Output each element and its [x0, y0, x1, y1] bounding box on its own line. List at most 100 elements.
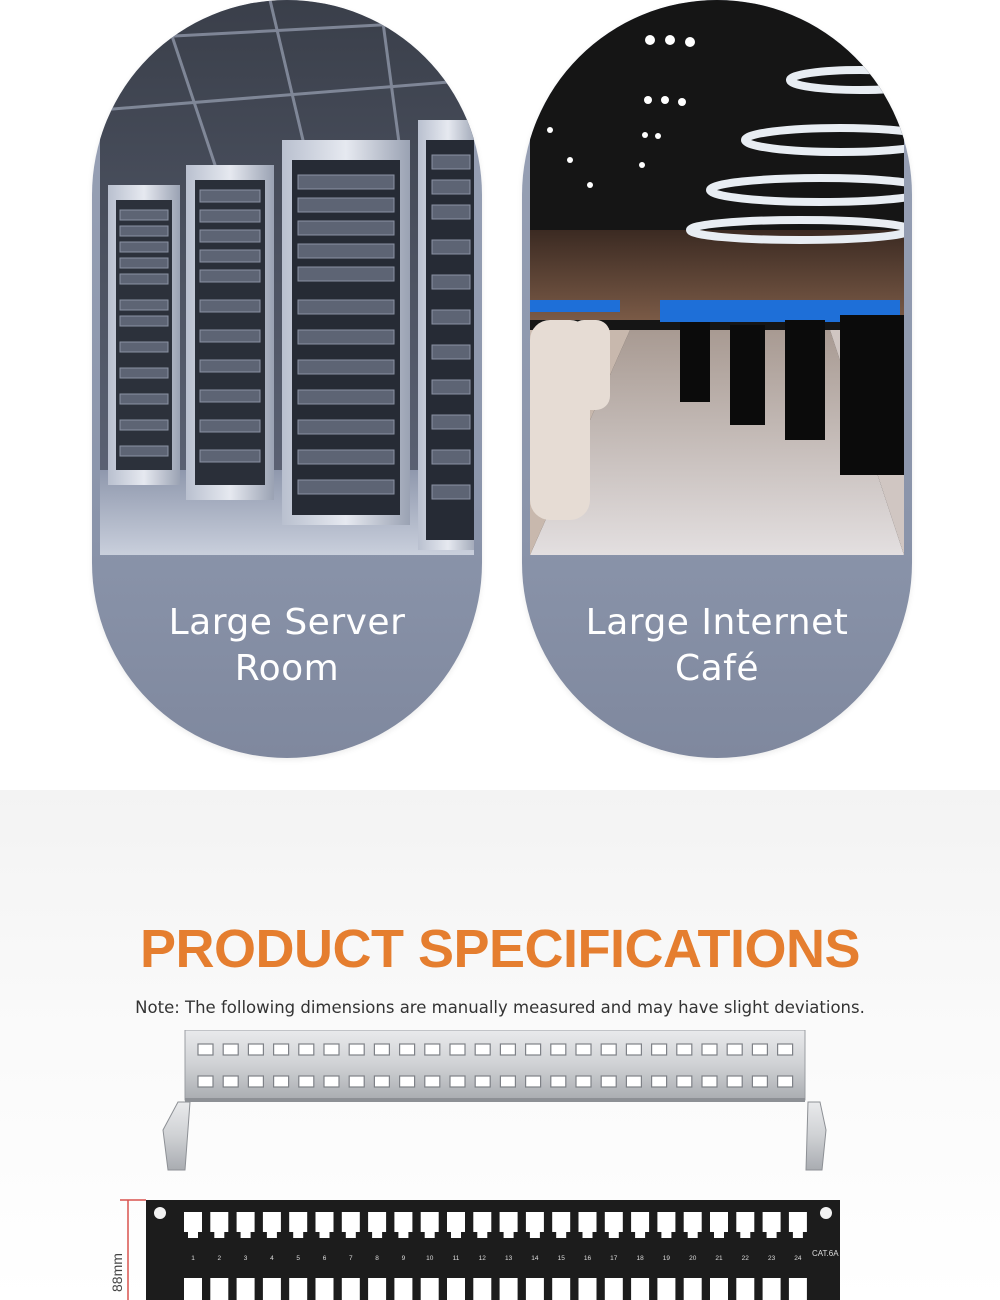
cable-slot — [298, 1043, 315, 1056]
cable-slot — [751, 1043, 769, 1056]
keystone-port — [210, 1212, 229, 1232]
cable-management-bar — [162, 1030, 827, 1171]
keystone-port — [788, 1212, 807, 1232]
cable-slot — [348, 1043, 365, 1056]
cable-slot — [348, 1075, 365, 1088]
port-number-label: 14 — [531, 1255, 539, 1262]
port-number-label: 22 — [742, 1255, 750, 1262]
cable-slot — [600, 1075, 617, 1088]
cable-slot — [499, 1075, 516, 1088]
keystone-port — [262, 1278, 281, 1300]
keystone-port — [631, 1278, 650, 1300]
cable-slot — [424, 1043, 441, 1056]
port-number-label: 9 — [402, 1255, 406, 1262]
keystone-port — [394, 1278, 413, 1300]
cable-slot — [550, 1075, 567, 1088]
caption-line: Large Internet — [585, 602, 849, 643]
keystone-port — [683, 1278, 702, 1300]
keystone-port — [315, 1212, 334, 1232]
cable-slot — [247, 1043, 264, 1056]
port-number-label: 5 — [296, 1255, 300, 1262]
cable-slot — [676, 1075, 693, 1088]
cable-slot — [726, 1043, 743, 1056]
port-number-label: 13 — [505, 1255, 513, 1262]
cable-slot — [449, 1043, 466, 1056]
keystone-port — [762, 1212, 781, 1232]
port-number-label: 1 — [191, 1255, 195, 1262]
spec-note: Note: The following dimensions are manua… — [135, 998, 865, 1017]
port-number-label: 4 — [270, 1255, 274, 1262]
keystone-port — [604, 1278, 623, 1300]
cable-slot — [625, 1075, 643, 1088]
keystone-port — [210, 1278, 229, 1300]
keystone-port-tab — [792, 1232, 803, 1238]
cable-slot — [701, 1075, 718, 1088]
keystone-port — [631, 1212, 650, 1232]
cable-slot — [373, 1043, 390, 1056]
keystone-port-tab — [477, 1232, 488, 1238]
keystone-port-tab — [240, 1232, 251, 1238]
category-label: CAT.6A — [812, 1249, 839, 1258]
keystone-port — [578, 1278, 597, 1300]
keystone-port — [525, 1278, 544, 1300]
keystone-port — [683, 1212, 702, 1232]
port-number-label: 11 — [453, 1255, 460, 1262]
keystone-port-tab — [556, 1232, 567, 1238]
keystone-port-tab — [214, 1232, 225, 1238]
keystone-port-tab — [740, 1232, 751, 1238]
cable-slot — [373, 1075, 390, 1088]
keystone-port — [341, 1278, 360, 1300]
cable-slot — [197, 1075, 214, 1088]
keystone-port — [394, 1212, 413, 1232]
keystone-port-tab — [398, 1232, 409, 1238]
dimension-label: 88mm — [109, 1253, 125, 1292]
internet-cafe-photo — [530, 0, 904, 555]
keystone-port — [368, 1278, 387, 1300]
keystone-port — [420, 1278, 439, 1300]
keystone-port — [184, 1212, 202, 1232]
keystone-port — [657, 1212, 676, 1232]
cable-slot — [247, 1075, 264, 1088]
keystone-port-tab — [319, 1232, 330, 1238]
cable-slot — [197, 1043, 214, 1056]
internet-cafe-caption: Large Internet Café — [522, 600, 912, 692]
server-room-card: Large Server Room — [92, 0, 482, 758]
keystone-port — [736, 1278, 755, 1300]
cable-slot — [524, 1075, 542, 1088]
cable-slot — [776, 1075, 794, 1088]
cable-slot — [323, 1075, 340, 1088]
keystone-port — [473, 1212, 492, 1232]
cable-slot — [650, 1075, 668, 1088]
keystone-port — [420, 1212, 439, 1232]
port-number-label: 17 — [610, 1255, 618, 1262]
cable-slot — [474, 1075, 491, 1088]
cable-slot — [625, 1043, 643, 1056]
keystone-port — [578, 1212, 597, 1232]
caption-line: Room — [234, 648, 340, 689]
port-number-label: 18 — [636, 1255, 644, 1262]
keystone-port-tab — [766, 1232, 777, 1238]
cable-slot — [550, 1043, 567, 1056]
port-number-label: 16 — [584, 1255, 592, 1262]
keystone-port — [499, 1212, 518, 1232]
keystone-port-tab — [188, 1232, 198, 1238]
keystone-port — [368, 1212, 387, 1232]
keystone-port — [315, 1278, 334, 1300]
keystone-port-tab — [345, 1232, 356, 1238]
internet-cafe-card: Large Internet Café — [522, 0, 912, 758]
cable-slot — [222, 1075, 239, 1088]
keystone-port — [473, 1278, 492, 1300]
port-number-label: 6 — [323, 1255, 327, 1262]
keystone-port — [184, 1278, 202, 1300]
keystone-port-tab — [582, 1232, 593, 1238]
cable-slot — [399, 1075, 416, 1088]
port-number-label: 15 — [558, 1255, 566, 1262]
port-number-label: 8 — [375, 1255, 379, 1262]
keystone-port — [762, 1278, 781, 1300]
keystone-port-tab — [608, 1232, 619, 1238]
keystone-port — [447, 1212, 465, 1232]
keystone-port — [657, 1278, 676, 1300]
port-number-label: 24 — [794, 1255, 802, 1262]
application-scenarios: Large Server Room — [92, 0, 912, 758]
